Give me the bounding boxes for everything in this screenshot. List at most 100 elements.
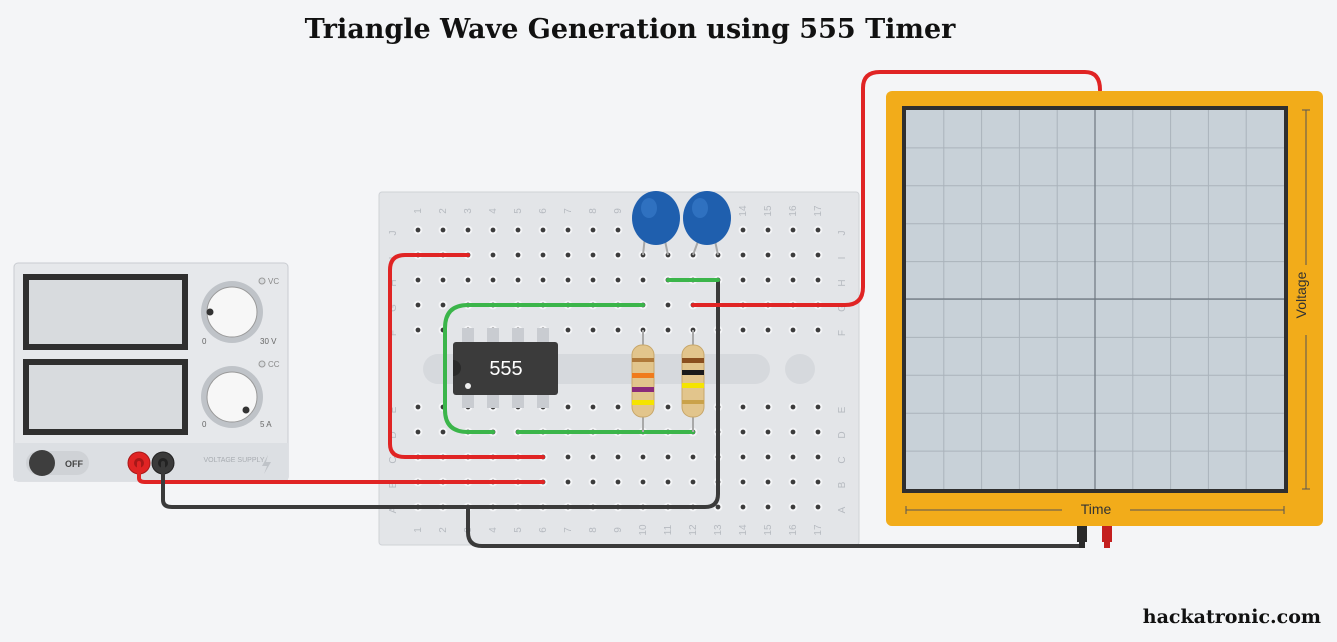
breadboard-hole[interactable] [663, 477, 673, 487]
breadboard-hole[interactable] [588, 275, 598, 285]
breadboard-hole[interactable] [663, 300, 673, 310]
breadboard-hole[interactable] [788, 275, 798, 285]
breadboard-hole[interactable] [738, 325, 748, 335]
breadboard-hole[interactable] [413, 427, 423, 437]
breadboard-hole[interactable] [763, 275, 773, 285]
breadboard-hole[interactable] [763, 477, 773, 487]
breadboard-hole[interactable] [413, 325, 423, 335]
breadboard-hole[interactable] [613, 477, 623, 487]
breadboard-hole[interactable] [513, 225, 523, 235]
breadboard-hole[interactable] [538, 250, 548, 260]
breadboard-hole[interactable] [563, 452, 573, 462]
breadboard-hole[interactable] [813, 325, 823, 335]
breadboard-hole[interactable] [688, 452, 698, 462]
breadboard-hole[interactable] [788, 225, 798, 235]
breadboard-hole[interactable] [563, 402, 573, 412]
breadboard-hole[interactable] [663, 452, 673, 462]
breadboard-hole[interactable] [563, 275, 573, 285]
wire-vcc-loop[interactable] [388, 253, 545, 459]
breadboard-hole[interactable] [738, 452, 748, 462]
breadboard-hole[interactable] [788, 402, 798, 412]
scope-probe-signal[interactable] [1102, 526, 1112, 542]
breadboard-hole[interactable] [588, 225, 598, 235]
breadboard-hole[interactable] [763, 225, 773, 235]
breadboard-hole[interactable] [463, 275, 473, 285]
power-switch-knob[interactable] [29, 450, 55, 476]
breadboard-hole[interactable] [738, 250, 748, 260]
wire-supply-positive[interactable] [137, 461, 545, 484]
breadboard-hole[interactable] [513, 275, 523, 285]
breadboard-hole[interactable] [413, 225, 423, 235]
breadboard-hole[interactable] [813, 452, 823, 462]
breadboard-hole[interactable] [488, 225, 498, 235]
breadboard-hole[interactable] [788, 452, 798, 462]
breadboard-hole[interactable] [813, 402, 823, 412]
breadboard-hole[interactable] [738, 225, 748, 235]
breadboard-hole[interactable] [438, 225, 448, 235]
breadboard-hole[interactable] [438, 427, 448, 437]
wire-green-left[interactable] [443, 303, 645, 434]
breadboard-hole[interactable] [688, 477, 698, 487]
breadboard-hole[interactable] [788, 502, 798, 512]
breadboard-hole[interactable] [613, 325, 623, 335]
breadboard-hole[interactable] [813, 502, 823, 512]
breadboard-hole[interactable] [738, 502, 748, 512]
breadboard-hole[interactable] [663, 325, 673, 335]
breadboard-hole[interactable] [713, 502, 723, 512]
breadboard-hole[interactable] [588, 325, 598, 335]
breadboard-hole[interactable] [488, 250, 498, 260]
breadboard-hole[interactable] [813, 477, 823, 487]
ic-555[interactable]: 555 [453, 328, 558, 408]
breadboard-hole[interactable] [813, 225, 823, 235]
breadboard-hole[interactable] [763, 402, 773, 412]
breadboard-hole[interactable] [588, 250, 598, 260]
breadboard-hole[interactable] [563, 477, 573, 487]
breadboard-hole[interactable] [513, 250, 523, 260]
scope-probe-ground[interactable] [1077, 526, 1087, 542]
breadboard-hole[interactable] [413, 300, 423, 310]
breadboard-hole[interactable] [763, 427, 773, 437]
breadboard-hole[interactable] [413, 275, 423, 285]
breadboard-hole[interactable] [538, 225, 548, 235]
breadboard-hole[interactable] [588, 452, 598, 462]
breadboard-hole[interactable] [738, 402, 748, 412]
breadboard-hole[interactable] [788, 477, 798, 487]
breadboard-hole[interactable] [613, 452, 623, 462]
breadboard-hole[interactable] [613, 402, 623, 412]
resistor-2[interactable] [681, 330, 705, 432]
voltage-knob[interactable] [206, 286, 258, 338]
breadboard-hole[interactable] [738, 427, 748, 437]
capacitor-2[interactable] [683, 191, 731, 256]
breadboard-hole[interactable] [788, 325, 798, 335]
resistor-1[interactable] [631, 330, 655, 432]
wire-supply-negative[interactable] [161, 278, 720, 509]
breadboard-hole[interactable] [488, 275, 498, 285]
wire-ground-to-scope[interactable] [466, 505, 1084, 548]
breadboard-hole[interactable] [413, 402, 423, 412]
breadboard-hole[interactable] [813, 275, 823, 285]
breadboard-hole[interactable] [763, 452, 773, 462]
breadboard-hole[interactable] [588, 402, 598, 412]
capacitor-1[interactable] [632, 191, 680, 256]
current-knob[interactable] [206, 371, 258, 423]
breadboard-hole[interactable] [663, 402, 673, 412]
breadboard-hole[interactable] [788, 250, 798, 260]
breadboard-hole[interactable] [563, 325, 573, 335]
breadboard-hole[interactable] [638, 477, 648, 487]
breadboard-hole[interactable] [563, 250, 573, 260]
breadboard-hole[interactable] [638, 275, 648, 285]
breadboard-hole[interactable] [763, 502, 773, 512]
breadboard-hole[interactable] [438, 300, 448, 310]
breadboard-hole[interactable] [788, 427, 798, 437]
breadboard-hole[interactable] [738, 477, 748, 487]
breadboard-hole[interactable] [563, 225, 573, 235]
breadboard-hole[interactable] [613, 225, 623, 235]
breadboard-hole[interactable] [763, 325, 773, 335]
breadboard-hole[interactable] [638, 452, 648, 462]
breadboard-hole[interactable] [538, 275, 548, 285]
breadboard-hole[interactable] [813, 427, 823, 437]
breadboard-hole[interactable] [588, 477, 598, 487]
breadboard-hole[interactable] [613, 275, 623, 285]
breadboard-hole[interactable] [763, 250, 773, 260]
breadboard-hole[interactable] [738, 275, 748, 285]
